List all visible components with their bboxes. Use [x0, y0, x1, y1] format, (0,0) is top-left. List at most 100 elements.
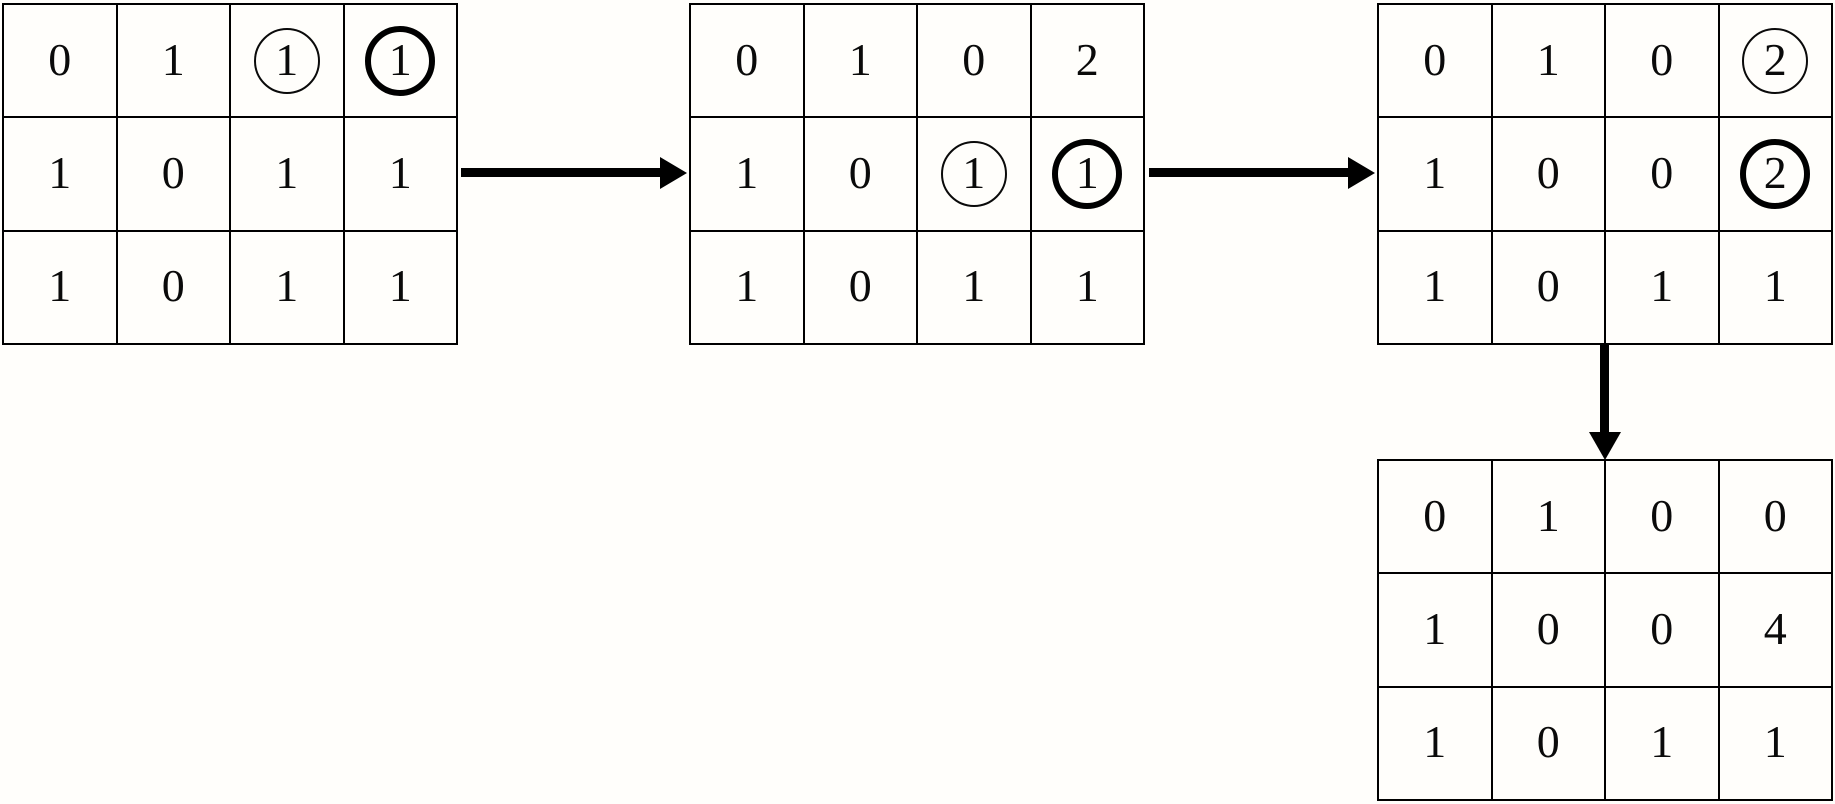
matrix-cell-value: 1	[275, 146, 299, 198]
matrix-cell-value: 1	[1075, 146, 1099, 198]
matrix-cell-value: 0	[1423, 33, 1447, 85]
matrix-cell: 1	[4, 231, 118, 345]
matrix-cell: 0	[1606, 574, 1720, 688]
matrix-cell-value: 1	[1536, 33, 1560, 85]
matrix-cell-value: 1	[962, 260, 986, 312]
matrix-cell-value: 1	[388, 146, 412, 198]
matrix-cell-value: 0	[735, 33, 759, 85]
matrix-cell: 0	[1379, 461, 1493, 575]
matrix-cell-value: 1	[48, 260, 72, 312]
arrow-step1-to-step2	[461, 156, 687, 189]
matrix-cell: 1	[918, 231, 1032, 345]
matrix-cell: 1	[691, 118, 805, 232]
matrix-cell: 0	[918, 5, 1032, 119]
matrix-cell-value: 1	[848, 33, 872, 85]
matrix-cell: 0	[1492, 574, 1606, 688]
matrix-cell-value: 1	[1423, 716, 1447, 768]
matrix-cell: 0	[1719, 461, 1833, 575]
matrix-cell: 1	[1031, 231, 1145, 345]
matrix-cell-value: 0	[1536, 146, 1560, 198]
matrix-cell-value: 0	[848, 146, 872, 198]
matrix-cell-value: 1	[1650, 716, 1674, 768]
matrix-cell-value: 1	[161, 33, 185, 85]
matrix-cell: 0	[1606, 461, 1720, 575]
matrix-cell: 2	[1719, 5, 1833, 119]
matrix-cell: 2	[1719, 118, 1833, 232]
matrix-cell-value: 0	[1650, 602, 1674, 654]
matrix-cell-value: 0	[1536, 716, 1560, 768]
matrix-cell: 1	[1379, 118, 1493, 232]
matrix-grid-step-4: 0 1 0 0 1 0 0 4 1 0 1 1	[1377, 459, 1833, 801]
matrix-cell-value: 1	[1763, 260, 1787, 312]
matrix-cell-value: 2	[1075, 33, 1099, 85]
matrix-cell-value: 2	[1763, 33, 1787, 85]
matrix-cell: 1	[231, 231, 345, 345]
matrix-cell-value: 0	[1423, 489, 1447, 541]
matrix-cell: 4	[1719, 574, 1833, 688]
matrix-cell-value: 0	[848, 260, 872, 312]
matrix-cell: 1	[691, 231, 805, 345]
matrix-cell-value: 1	[388, 33, 412, 85]
matrix-cell-value: 0	[161, 260, 185, 312]
matrix-cell: 1	[804, 5, 918, 119]
matrix-cell-value: 1	[48, 146, 72, 198]
matrix-cell: 2	[1031, 5, 1145, 119]
matrix-cell-value: 1	[1423, 602, 1447, 654]
matrix-cell: 1	[1379, 574, 1493, 688]
matrix-cell: 1	[1492, 5, 1606, 119]
matrix-cell: 1	[1606, 687, 1720, 801]
matrix-cell: 1	[918, 118, 1032, 232]
matrix-cell: 1	[1719, 231, 1833, 345]
matrix-cell-value: 1	[1423, 146, 1447, 198]
matrix-cell: 1	[1379, 687, 1493, 801]
matrix-cell-value: 0	[1650, 146, 1674, 198]
matrix-cell-value: 1	[1536, 489, 1560, 541]
matrix-cell: 1	[1379, 231, 1493, 345]
matrix-cell-value: 0	[1536, 260, 1560, 312]
matrix-cell-value: 0	[962, 33, 986, 85]
matrix-cell-value: 2	[1763, 146, 1787, 198]
matrix-cell: 0	[117, 231, 231, 345]
matrix-cell-value: 0	[1536, 602, 1560, 654]
matrix-cell: 0	[1492, 231, 1606, 345]
matrix-cell: 1	[1719, 687, 1833, 801]
matrix-cell: 1	[4, 118, 118, 232]
matrix-cell-value: 0	[161, 146, 185, 198]
matrix-cell-value: 0	[48, 33, 72, 85]
matrix-cell: 0	[1492, 687, 1606, 801]
matrix-cell-value: 1	[275, 33, 299, 85]
matrix-cell-value: 1	[735, 260, 759, 312]
matrix-cell: 0	[1606, 118, 1720, 232]
matrix-cell-value: 1	[1763, 716, 1787, 768]
matrix-cell: 0	[1606, 5, 1720, 119]
matrix-cell: 0	[691, 5, 805, 119]
matrix-cell-value: 4	[1763, 602, 1787, 654]
arrow-step2-to-step3	[1149, 156, 1375, 189]
arrow-step3-to-step4	[1588, 345, 1621, 460]
matrix-cell-value: 1	[962, 146, 986, 198]
matrix-cell: 0	[4, 5, 118, 119]
matrix-cell-value: 0	[1763, 489, 1787, 541]
matrix-cell: 1	[1606, 231, 1720, 345]
matrix-cell: 1	[1492, 461, 1606, 575]
matrix-grid-step-2: 0 1 0 2 1 0 1 1 1 0 1 1	[689, 3, 1145, 345]
matrix-cell-value: 1	[735, 146, 759, 198]
matrix-grid-step-1: 0 1 1 1 1 0 1 1 1 0 1 1	[2, 3, 458, 345]
matrix-cell: 0	[117, 118, 231, 232]
matrix-cell: 1	[344, 231, 458, 345]
matrix-cell: 1	[344, 118, 458, 232]
matrix-cell: 0	[804, 118, 918, 232]
matrix-cell-value: 1	[275, 260, 299, 312]
matrix-cell-value: 1	[388, 260, 412, 312]
matrix-cell: 0	[1492, 118, 1606, 232]
matrix-cell: 1	[231, 118, 345, 232]
matrix-cell-value: 0	[1650, 489, 1674, 541]
matrix-cell-value: 1	[1423, 260, 1447, 312]
matrix-cell-value: 1	[1075, 260, 1099, 312]
matrix-cell-value: 0	[1650, 33, 1674, 85]
matrix-cell: 1	[117, 5, 231, 119]
matrix-cell: 1	[1031, 118, 1145, 232]
matrix-cell: 0	[1379, 5, 1493, 119]
